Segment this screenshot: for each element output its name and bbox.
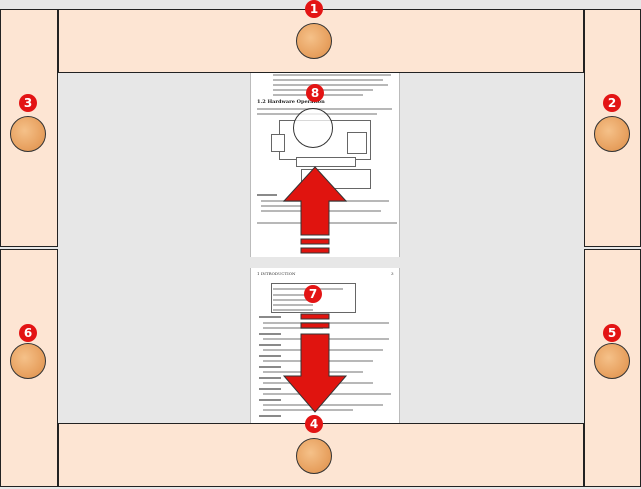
top-edge-badge: 1 xyxy=(305,0,323,18)
scroll-up-arrow-icon xyxy=(282,166,348,254)
text-line xyxy=(273,299,313,301)
diagram-block xyxy=(271,134,285,152)
bottom-edge-handle[interactable] xyxy=(296,438,332,474)
left-bottom-handle[interactable] xyxy=(10,343,46,379)
text-line xyxy=(259,377,281,379)
page-header-right: 3 xyxy=(391,271,394,276)
text-line xyxy=(273,84,388,86)
bottom-edge-badge: 4 xyxy=(305,415,323,433)
right-bottom-handle[interactable] xyxy=(594,343,630,379)
text-line xyxy=(263,327,323,329)
left-top-handle[interactable] xyxy=(10,116,46,152)
right-top-badge: 2 xyxy=(603,94,621,112)
text-line xyxy=(263,404,383,406)
text-line xyxy=(273,304,313,306)
text-line xyxy=(273,79,383,81)
text-line xyxy=(259,366,281,368)
text-line xyxy=(259,333,281,335)
text-line xyxy=(259,344,281,346)
text-line xyxy=(259,415,281,417)
text-line xyxy=(257,194,277,196)
text-line xyxy=(273,309,313,311)
top-edge-handle[interactable] xyxy=(296,23,332,59)
page-upper-badge: 8 xyxy=(306,84,324,102)
text-line xyxy=(273,74,391,76)
text-line xyxy=(261,205,301,207)
text-line xyxy=(259,399,281,401)
page-lower-badge: 7 xyxy=(304,285,322,303)
section-title: 1.2 Hardware Operation xyxy=(257,99,325,105)
left-bottom-badge: 6 xyxy=(19,324,37,342)
left-top-badge: 3 xyxy=(19,94,37,112)
text-line xyxy=(257,108,392,110)
text-line xyxy=(263,409,353,411)
page-upper-handle[interactable] xyxy=(293,108,333,148)
page-header-left: 1 INTRODUCTION xyxy=(257,271,296,276)
text-line xyxy=(259,355,281,357)
right-top-handle[interactable] xyxy=(594,116,630,152)
text-line xyxy=(273,294,313,296)
text-line xyxy=(259,388,281,390)
diagram-bus xyxy=(296,157,356,167)
right-bottom-badge: 5 xyxy=(603,324,621,342)
scroll-down-arrow-icon xyxy=(282,313,348,413)
diagram-block xyxy=(347,132,367,154)
text-line xyxy=(259,316,281,318)
